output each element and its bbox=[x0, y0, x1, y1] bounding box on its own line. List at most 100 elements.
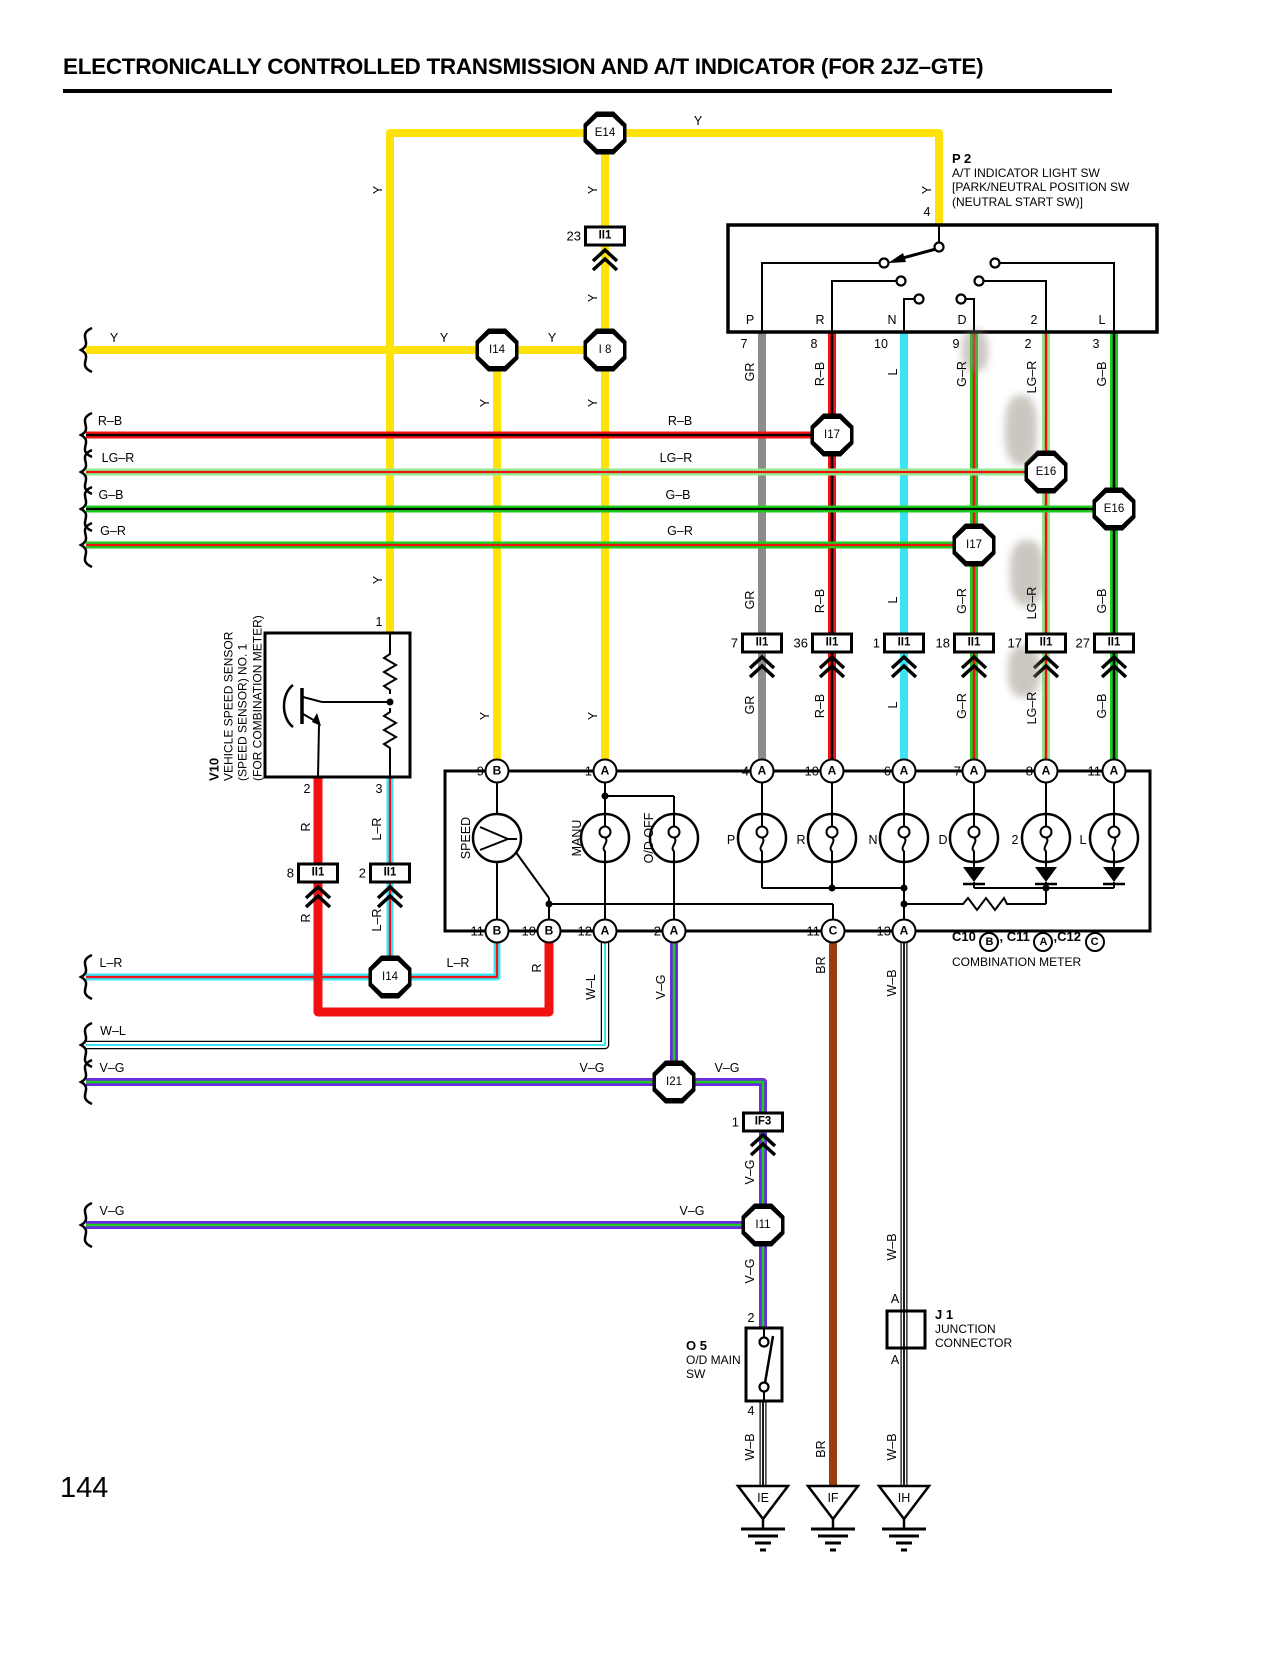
meter-pin-11A: A bbox=[1101, 758, 1127, 784]
wire-color-label: G–B bbox=[98, 488, 124, 502]
wire-color-label: R–B bbox=[813, 588, 827, 614]
inline-connector-II1: II1 bbox=[883, 632, 925, 654]
wire-color-label: 1 bbox=[375, 615, 383, 629]
meter-pin-number: 13 bbox=[876, 923, 891, 939]
horizontal-wires bbox=[86, 431, 1114, 549]
wire-color-label: G–R bbox=[667, 524, 693, 538]
inline-connector-II1: II1 bbox=[953, 632, 995, 654]
connector-I17: I17 bbox=[953, 526, 995, 564]
meter-pin-7A: A bbox=[961, 758, 987, 784]
wire-color-label: R–B bbox=[97, 414, 123, 428]
wire-color-label: A bbox=[890, 1353, 900, 1367]
wire-color-label: N bbox=[887, 313, 897, 327]
connector-id: I17 bbox=[956, 529, 992, 561]
wire-color-label: R bbox=[796, 833, 806, 847]
wire-color-label: 2 bbox=[1030, 313, 1038, 327]
o5-component-label: O 5 O/D MAIN SW bbox=[686, 1338, 741, 1382]
wire-color-label: L–R bbox=[370, 908, 384, 932]
meter-pin-9B: B bbox=[484, 758, 510, 784]
wire-color-label: G–R bbox=[955, 588, 969, 614]
wire-color-label: P bbox=[745, 313, 755, 327]
wire-color-label: W–B bbox=[885, 969, 899, 997]
v10-component-label: V10 VEHICLE SPEED SENSOR (SPEED SENSOR) … bbox=[207, 603, 265, 781]
wire-color-label: 9 bbox=[952, 337, 960, 351]
wire-color-label: 7 bbox=[740, 337, 748, 351]
wire-color-label: G–R bbox=[100, 524, 126, 538]
wire-color-label: N bbox=[868, 833, 878, 847]
wire-color-label: Y bbox=[371, 575, 385, 585]
wire-color-label: L–R bbox=[99, 956, 123, 970]
j1-code: J 1 bbox=[935, 1307, 954, 1322]
inline-connector-pin: 1 bbox=[872, 635, 880, 651]
connector-id: E14 bbox=[587, 117, 623, 149]
wire-color-label: D bbox=[957, 313, 967, 327]
inline-connector-II1: II1 bbox=[584, 225, 626, 247]
meter-pin-1A: A bbox=[592, 758, 618, 784]
o5-switch-box bbox=[744, 1326, 784, 1403]
wire-color-label: 10 bbox=[874, 337, 888, 351]
wire-color-label: L–R bbox=[370, 817, 384, 841]
meter-pin-number: 2 bbox=[653, 923, 661, 939]
wire-color-label: Y bbox=[920, 185, 934, 195]
inline-connector-pin: 17 bbox=[1007, 635, 1022, 651]
wire-color-label: L bbox=[886, 368, 900, 376]
wire-color-label: P bbox=[726, 833, 736, 847]
p2-code: P 2 bbox=[952, 151, 972, 166]
meter-pin-12A: A bbox=[592, 918, 618, 944]
inline-connector-pin: 7 bbox=[730, 635, 738, 651]
meter-pin-number: 6 bbox=[883, 763, 891, 779]
connector-I8: I 8 bbox=[584, 331, 626, 369]
meter-pin-number: 8 bbox=[1025, 763, 1033, 779]
caption-name: COMBINATION METER bbox=[952, 955, 1082, 969]
wire-color-label: W–B bbox=[885, 1433, 899, 1461]
connector-id: I17 bbox=[814, 419, 850, 451]
wire-color-label: MANU bbox=[570, 819, 584, 857]
wire-color-label: 2 bbox=[747, 1311, 755, 1325]
wire-color-label: IH bbox=[897, 1491, 911, 1505]
wire-color-label: R–B bbox=[813, 361, 827, 387]
wire-color-label: Y bbox=[586, 398, 600, 408]
inline-connector-pin: 1 bbox=[731, 1114, 739, 1130]
caption-c11: , C11 bbox=[999, 929, 1030, 944]
connector-I11: I11 bbox=[742, 1206, 784, 1244]
meter-pin-4A: A bbox=[749, 758, 775, 784]
inline-connector-pin: 27 bbox=[1075, 635, 1090, 651]
print-smudge bbox=[1008, 645, 1040, 697]
wire-color-label: 4 bbox=[923, 205, 931, 219]
connector-I14: I14 bbox=[476, 331, 518, 369]
connector-id: I14 bbox=[372, 961, 408, 993]
j1-junction-box bbox=[885, 1309, 927, 1350]
wire-color-label: W–B bbox=[885, 1233, 899, 1261]
j1-desc-line: CONNECTOR bbox=[935, 1336, 1013, 1351]
wire-color-label: V–G bbox=[99, 1061, 125, 1075]
meter-pin-number: 10 bbox=[521, 923, 536, 939]
meter-pin-number: 7 bbox=[953, 763, 961, 779]
wire-color-label: Y bbox=[439, 331, 449, 345]
inline-connector-II1: II1 bbox=[297, 862, 339, 884]
v10-speed-sensor-box bbox=[263, 631, 412, 779]
o5-code: O 5 bbox=[686, 1338, 707, 1353]
wire-color-label: 8 bbox=[810, 337, 818, 351]
wire-color-label: V–G bbox=[743, 1159, 757, 1185]
caption-c10-pin: B bbox=[979, 932, 1000, 952]
meter-pin-2A: A bbox=[661, 918, 687, 944]
wire-color-label: V–G bbox=[743, 1258, 757, 1284]
wire-color-label: R bbox=[299, 822, 313, 832]
wire-color-label: Y bbox=[478, 711, 492, 721]
wire-color-label: 2 bbox=[1011, 833, 1019, 847]
wire-color-label: IE bbox=[757, 1491, 769, 1505]
inline-connector-pin: 8 bbox=[286, 865, 294, 881]
wire-color-label: LG–R bbox=[101, 451, 135, 465]
wire-color-label: G–B bbox=[1095, 693, 1109, 719]
wire-color-label: L bbox=[886, 596, 900, 604]
wire-color-label: G–B bbox=[1095, 361, 1109, 387]
wire-color-label: GR bbox=[743, 695, 757, 715]
meter-pin-8A: A bbox=[1033, 758, 1059, 784]
connector-I17: I17 bbox=[811, 416, 853, 454]
meter-pin-11B: B bbox=[484, 918, 510, 944]
meter-pin-13A: A bbox=[891, 918, 917, 944]
wire-color-label: LG–R bbox=[1025, 360, 1039, 394]
meter-pin-number: 11 bbox=[1087, 763, 1102, 779]
